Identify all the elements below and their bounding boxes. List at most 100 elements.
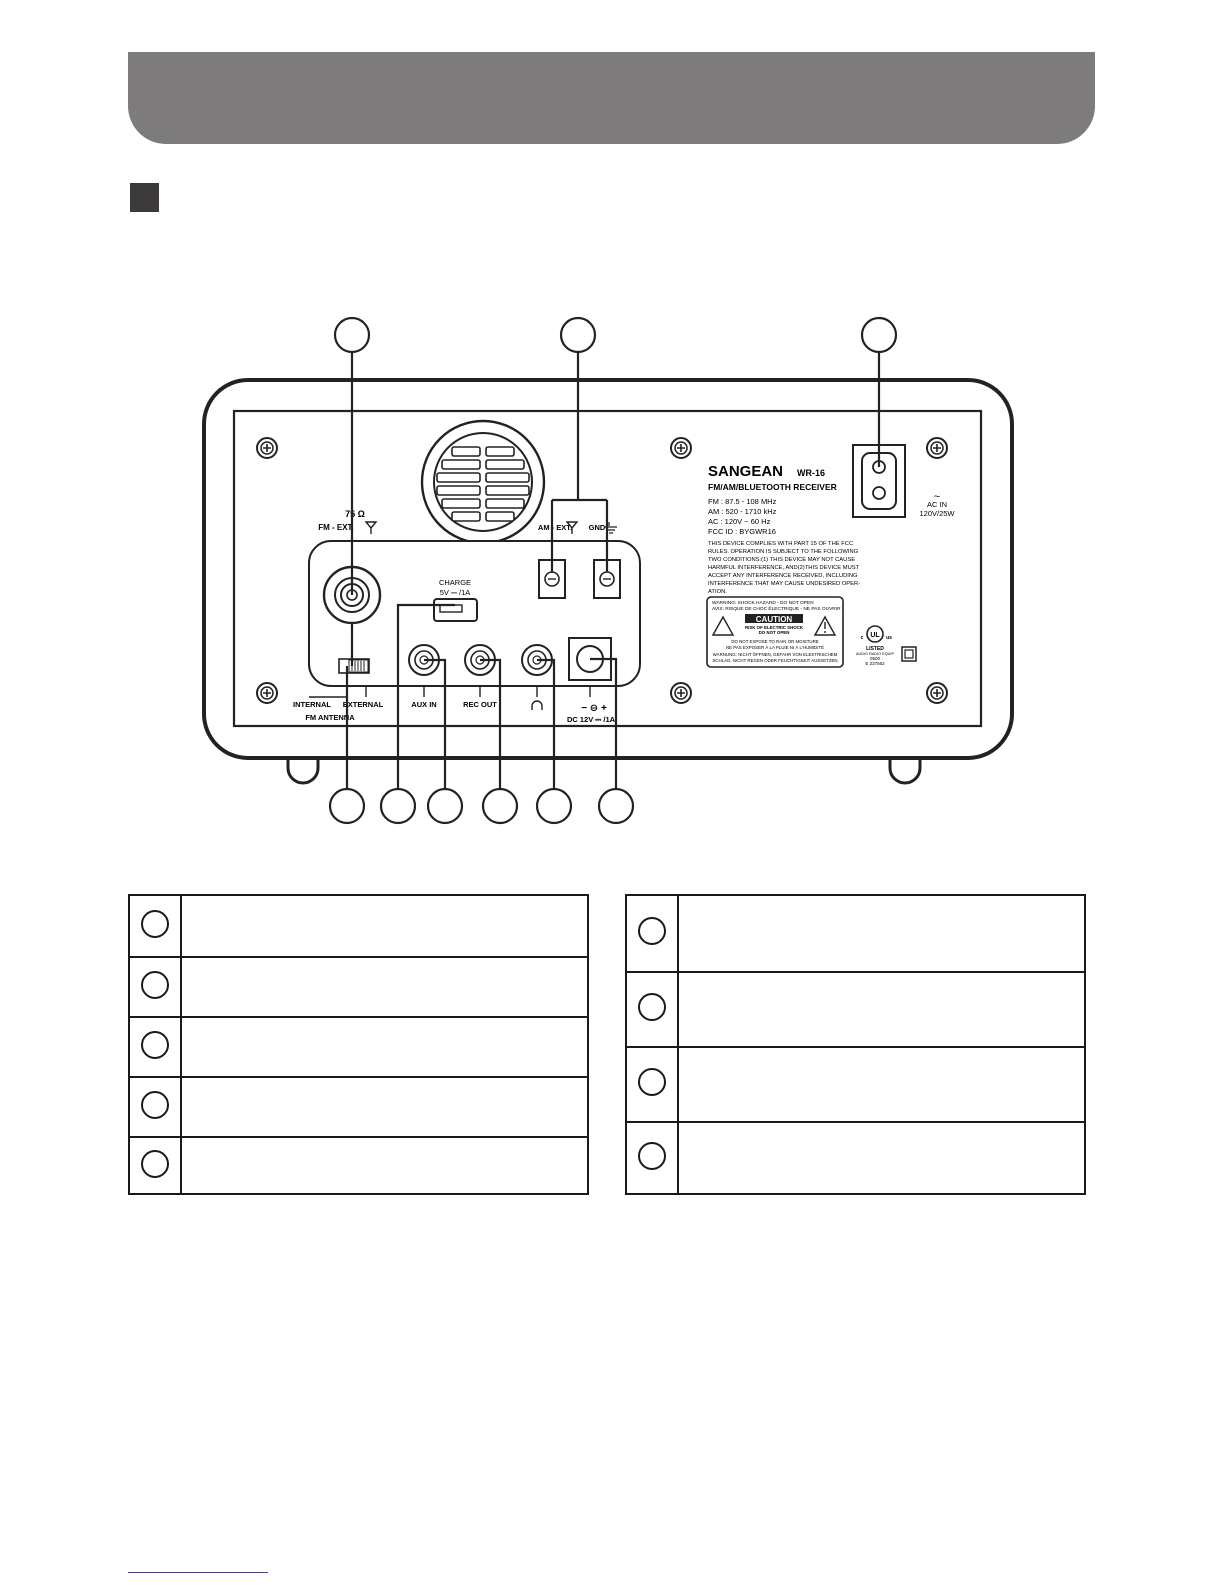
dc-polarity-label: − ⊖ + xyxy=(581,703,607,714)
svg-text:RISK OF ELECTRIC SHOCK: RISK OF ELECTRIC SHOCK xyxy=(745,625,804,630)
callout-circle-bottom-5 xyxy=(535,787,573,825)
charge-label: CHARGE xyxy=(439,578,471,587)
svg-text:ACCEPT ANY INTERFERENCE RECEIV: ACCEPT ANY INTERFERENCE RECEIVED, INCLUD… xyxy=(708,573,858,579)
legend-row xyxy=(130,1076,587,1136)
am-antenna-icon xyxy=(565,521,579,534)
shock-warning-box: WARNING: SHOCK HAZARD - DO NOT OPEN AVIS… xyxy=(706,596,844,668)
ac-in-label: AC IN xyxy=(927,500,947,509)
callout-circle-bottom-1 xyxy=(328,787,366,825)
svg-text:LISTED: LISTED xyxy=(866,646,884,652)
antenna-selector-switch xyxy=(338,658,370,674)
legend-number-cell xyxy=(627,1123,679,1193)
legend-number-circle xyxy=(638,1142,666,1170)
legend-row xyxy=(627,1046,1084,1121)
legend-row xyxy=(130,896,587,956)
caution-label: CAUTION xyxy=(756,615,793,624)
legend-description xyxy=(689,896,1076,971)
legend-number-cell xyxy=(130,1138,182,1193)
svg-text:DO NOT OPEN: DO NOT OPEN xyxy=(759,630,790,635)
model-label: WR-16 xyxy=(797,468,825,478)
top-leader-lines xyxy=(350,352,881,595)
legend-row xyxy=(627,896,1084,971)
legend-description xyxy=(192,958,579,1016)
callout-circle-top-1 xyxy=(333,316,371,354)
fm-ext-label: FM - EXT. xyxy=(318,523,354,532)
callout-circle-bottom-3 xyxy=(426,787,464,825)
gnd-label: GND xyxy=(589,523,606,532)
ac-rating-label: 120V/25W xyxy=(919,509,955,518)
external-label: EXTERNAL xyxy=(343,700,384,709)
legend-number-cell xyxy=(130,1078,182,1136)
product-label: FM/AM/BLUETOOTH RECEIVER xyxy=(708,482,837,492)
lightning-warning-icon xyxy=(711,615,735,636)
svg-text:AVIS: RISQUE DE CHOC ÉLECTRIQU: AVIS: RISQUE DE CHOC ÉLECTRIQUE - NE PAS… xyxy=(712,605,841,612)
svg-text:AC : 120V ~ 60 Hz: AC : 120V ~ 60 Hz xyxy=(708,517,771,526)
svg-text:AM : 520 - 1710 kHz: AM : 520 - 1710 kHz xyxy=(708,507,777,516)
screw-bottom-right xyxy=(926,682,948,704)
svg-text:THIS DEVICE COMPLIES WITH PART: THIS DEVICE COMPLIES WITH PART 15 OF THE… xyxy=(708,541,853,547)
screw-bottom-middle xyxy=(670,682,692,704)
exclamation-warning-icon xyxy=(813,615,837,636)
svg-text:UL: UL xyxy=(870,632,880,639)
svg-text:INTERFERENCE THAT MAY CAUSE UN: INTERFERENCE THAT MAY CAUSE UNDESIRED OP… xyxy=(708,581,860,587)
callout-circle-bottom-2 xyxy=(379,787,417,825)
legend-row xyxy=(130,1016,587,1076)
screw-top-right xyxy=(926,437,948,459)
screw-top-left xyxy=(256,437,278,459)
ac-symbol: ~ xyxy=(934,491,940,503)
legend-row xyxy=(627,971,1084,1046)
legend-table-left xyxy=(128,894,589,1195)
legend-number-circle xyxy=(638,1068,666,1096)
legend-description xyxy=(192,1018,579,1076)
svg-text:FM : 87.5 - 108 MHz: FM : 87.5 - 108 MHz xyxy=(708,497,777,506)
legend-number-circle xyxy=(638,993,666,1021)
svg-text:E 237562: E 237562 xyxy=(865,661,885,666)
ground-icon xyxy=(605,522,617,534)
legend-row xyxy=(130,956,587,1016)
legend-description xyxy=(192,1078,579,1136)
svg-text:HARMFUL INTERFERENCE, AND(2)TH: HARMFUL INTERFERENCE, AND(2)THIS DEVICE … xyxy=(708,565,860,571)
svg-text:NE PAS EXPOSER À LA PLUIE NI À: NE PAS EXPOSER À LA PLUIE NI À L'HUMIDIT… xyxy=(726,645,824,650)
gnd-terminal xyxy=(593,559,621,599)
rec-out-label: REC OUT xyxy=(463,700,497,709)
legend-number-cell xyxy=(130,896,182,956)
legend-row xyxy=(130,1136,587,1193)
aux-in-label: AUX IN xyxy=(411,700,436,709)
svg-text:us: us xyxy=(886,635,892,641)
legend-description xyxy=(689,1123,1076,1193)
callout-circle-bottom-6 xyxy=(597,787,635,825)
brand-logo: SANGEAN xyxy=(708,463,783,480)
svg-text:SCHLAG. NICHT REGEN ODER FEUCH: SCHLAG. NICHT REGEN ODER FEUCHTIGKEIT AU… xyxy=(712,658,837,663)
legend-description xyxy=(192,1138,579,1193)
svg-text:TWO CONDITIONS:(1) THIS DEVICE: TWO CONDITIONS:(1) THIS DEVICE MAY NOT C… xyxy=(708,557,855,563)
internal-label: INTERNAL xyxy=(293,700,331,709)
callout-circle-top-3 xyxy=(860,316,898,354)
svg-text:AUDIO RADIO EQUIP: AUDIO RADIO EQUIP xyxy=(856,652,894,656)
fm-antenna-icon xyxy=(364,521,378,534)
screw-top-middle xyxy=(670,437,692,459)
svg-text:0500: 0500 xyxy=(870,656,881,661)
svg-text:WARNUNG: NICHT ÖFFNEN, GEFAHR: WARNUNG: NICHT ÖFFNEN, GEFAHR VON ELEKTR… xyxy=(713,652,838,657)
legend-description xyxy=(689,973,1076,1046)
charge-rating: 5V ⎓ /1A xyxy=(440,588,471,597)
callout-circle-bottom-4 xyxy=(481,787,519,825)
legend-description xyxy=(689,1048,1076,1121)
svg-text:DO NOT EXPOSE TO RAIN OR MOIST: DO NOT EXPOSE TO RAIN OR MOISTURE xyxy=(731,639,818,644)
legend-row xyxy=(627,1121,1084,1193)
dc-rating-label: DC 12V ⎓ /1A xyxy=(567,715,616,724)
svg-text:WARNING: SHOCK HAZARD - DO NOT: WARNING: SHOCK HAZARD - DO NOT OPEN xyxy=(712,600,814,606)
ul-listed-mark: UL c us LISTED AUDIO RADIO EQUIP 0500 E … xyxy=(856,625,894,666)
legend-number-circle xyxy=(638,917,666,945)
legend-number-cell xyxy=(627,896,679,971)
svg-text:RULES. OPERATION IS SUBJECT TO: RULES. OPERATION IS SUBJECT TO THE FOLLO… xyxy=(708,549,859,555)
footer-rule xyxy=(128,1572,268,1573)
legend-number-circle xyxy=(141,1150,169,1178)
fcc-statement: THIS DEVICE COMPLIES WITH PART 15 OF THE… xyxy=(708,541,860,595)
fm-antenna-label: FM ANTENNA xyxy=(305,713,355,722)
bass-port-grille xyxy=(420,419,546,545)
legend-number-cell xyxy=(130,958,182,1016)
legend-number-circle xyxy=(141,971,169,999)
radio-back-panel-diagram: 75 Ω FM - EXT. INTERNAL EXTERNAL FM ANTE… xyxy=(202,316,1014,825)
section-marker xyxy=(130,183,159,212)
legend-number-circle xyxy=(141,1091,169,1119)
